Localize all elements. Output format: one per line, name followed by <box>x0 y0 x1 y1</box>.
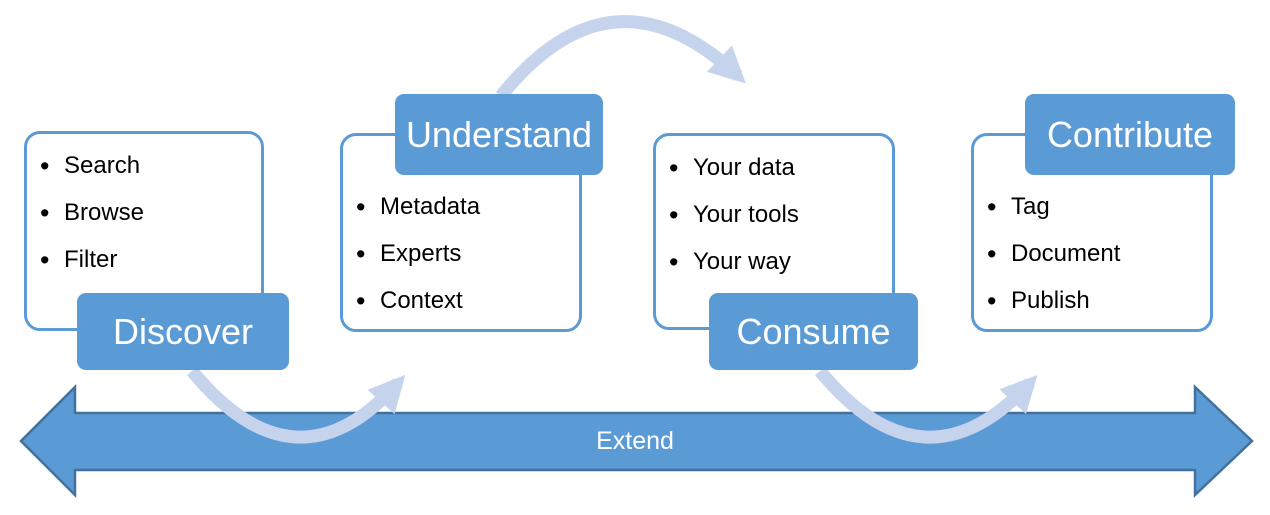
list-item: • Your tools <box>669 192 884 239</box>
list-item-label: Tag <box>1011 193 1050 221</box>
list-item: • Your way <box>669 239 884 286</box>
curved-arrow-discover-to-understand-icon <box>186 366 406 444</box>
list-item-label: Browse <box>64 199 145 227</box>
list-item: • Browse <box>40 190 253 237</box>
list-item-label: Context <box>380 287 463 315</box>
list-item-label: Experts <box>380 240 462 268</box>
bullet-icon: • <box>669 200 679 230</box>
bullet-icon: • <box>987 192 997 222</box>
list-item: • Your data <box>669 145 884 192</box>
list-item-label: Your way <box>693 248 791 276</box>
bullet-icon: • <box>987 239 997 269</box>
list-item: • Experts <box>356 231 571 278</box>
stage-label-understand: Understand <box>395 94 603 175</box>
bullet-icon: • <box>987 286 997 316</box>
extend-double-arrow <box>19 383 1254 499</box>
list-item-label: Search <box>64 152 141 180</box>
stage-label-consume: Consume <box>709 293 918 370</box>
list-item: • Filter <box>40 237 253 284</box>
bullet-icon: • <box>40 245 50 275</box>
list-item-label: Publish <box>1011 287 1090 315</box>
list-item-label: Metadata <box>380 193 481 221</box>
curved-arrow-consume-to-contribute-icon <box>814 366 1038 444</box>
list-item-label: Document <box>1011 240 1121 268</box>
list-item-label: Filter <box>64 246 118 274</box>
bullet-icon: • <box>356 286 366 316</box>
bullet-icon: • <box>669 153 679 183</box>
list-item: • Metadata <box>356 184 571 231</box>
list-item: • Tag <box>987 184 1202 231</box>
stage-label-contribute: Contribute <box>1025 94 1235 175</box>
list-item: • Publish <box>987 278 1202 325</box>
list-item-label: Your data <box>693 154 795 182</box>
list-item: • Search <box>40 143 253 190</box>
curved-arrow-understand-to-consume-icon <box>495 15 746 101</box>
list-item: • Document <box>987 231 1202 278</box>
bullet-icon: • <box>356 192 366 222</box>
list-item-label: Your tools <box>693 201 799 229</box>
bullet-icon: • <box>40 198 50 228</box>
list-item: • Context <box>356 278 571 325</box>
bullet-icon: • <box>669 247 679 277</box>
bullet-icon: • <box>40 151 50 181</box>
extend-arrow-label: Extend <box>596 427 674 455</box>
bullet-icon: • <box>356 239 366 269</box>
stage-label-discover: Discover <box>77 293 289 370</box>
